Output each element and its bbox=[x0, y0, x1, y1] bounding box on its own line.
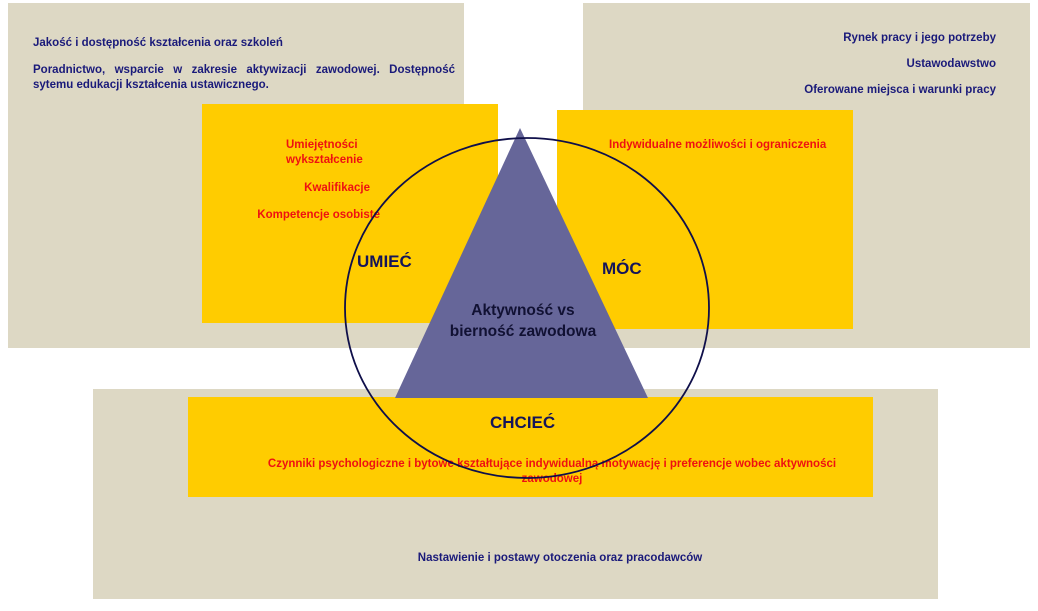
center-triangle bbox=[395, 128, 648, 398]
label-umiec: UMIEĆ bbox=[357, 252, 412, 271]
umiec-item-skills: Umiejętności wykształcenie bbox=[286, 139, 363, 166]
label-moc: MÓC bbox=[602, 259, 642, 278]
umiec-item-qualifications: Kwalifikacje bbox=[304, 182, 370, 194]
box-moc bbox=[557, 110, 853, 329]
environment-attitudes-text: Nastawienie i postawy otoczenia oraz pra… bbox=[417, 552, 703, 564]
top-left-line-1: Jakość i dostępność kształcenia oraz szk… bbox=[33, 37, 283, 49]
center-circle bbox=[344, 137, 710, 479]
label-chciec: CHCIEĆ bbox=[490, 413, 556, 432]
umiec-item-competences: Kompetencje osobiste bbox=[257, 209, 380, 221]
top-right-line-1: Rynek pracy i jego potrzeby bbox=[843, 32, 996, 44]
box-chciec bbox=[188, 397, 873, 497]
top-right-line-3: Oferowane miejsca i warunki pracy bbox=[804, 84, 996, 96]
chciec-description: Czynniki psychologiczne i bytowe kształt… bbox=[267, 458, 837, 485]
top-left-line-2: Poradnictwo, wsparcie w zakresie aktywiz… bbox=[33, 64, 455, 91]
moc-item-capabilities: Indywidualne możliwości i ograniczenia bbox=[609, 139, 827, 151]
top-right-line-2: Ustawodawstwo bbox=[906, 58, 996, 70]
center-label: Aktywność vs bierność zawodowa bbox=[449, 302, 597, 340]
